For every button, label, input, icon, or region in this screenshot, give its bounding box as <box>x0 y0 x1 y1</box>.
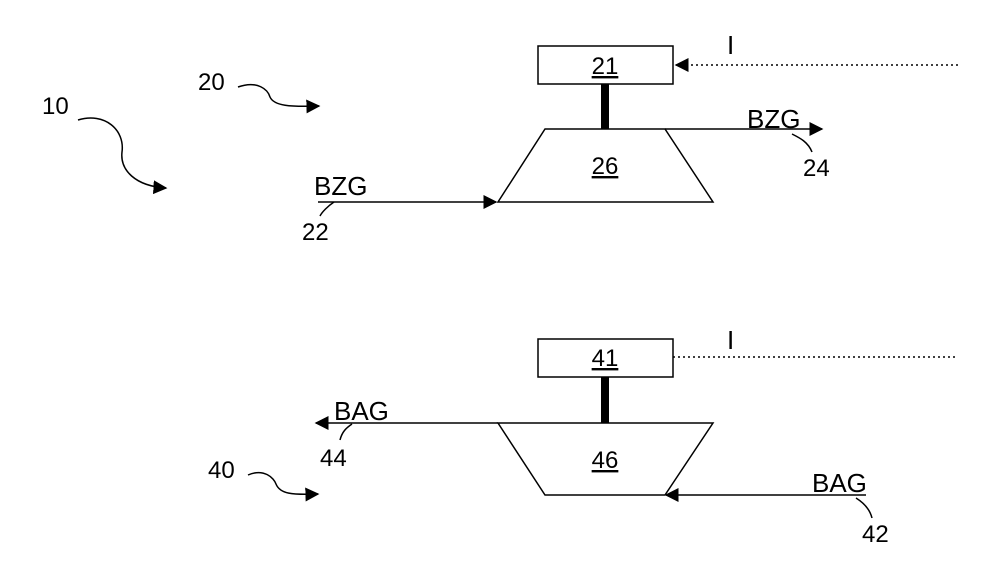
label-exhaust-in: BAG <box>812 468 867 498</box>
ref-outlet-lower: 44 <box>320 445 347 472</box>
ref-lower: 40 <box>208 457 235 484</box>
ref-outlet-upper: 24 <box>803 155 830 182</box>
signal-label-lower: I <box>727 325 734 355</box>
upper-pointer-arrow <box>238 85 319 107</box>
leader-outlet-upper <box>792 134 812 152</box>
leader-outlet-lower <box>340 424 352 440</box>
ref-box-lower: 41 <box>592 345 619 372</box>
leader-inlet-upper <box>320 202 334 216</box>
ref-inlet-upper: 22 <box>302 219 329 246</box>
ref-inlet-lower: 42 <box>862 521 889 548</box>
label-fuel-in: BZG <box>314 171 367 201</box>
ref-box-upper: 21 <box>592 53 619 80</box>
ref-unit-upper: 26 <box>592 153 619 180</box>
label-exhaust-out: BAG <box>334 396 389 426</box>
ref-system: 10 <box>42 93 69 120</box>
lower-pointer-arrow <box>248 473 318 495</box>
label-fuel-out: BZG <box>747 104 800 134</box>
leader-inlet-lower <box>856 498 872 518</box>
ref-upper: 20 <box>198 69 225 96</box>
ref-unit-lower: 46 <box>592 447 619 474</box>
signal-label-upper: I <box>727 30 734 60</box>
system-pointer-arrow <box>78 118 166 188</box>
